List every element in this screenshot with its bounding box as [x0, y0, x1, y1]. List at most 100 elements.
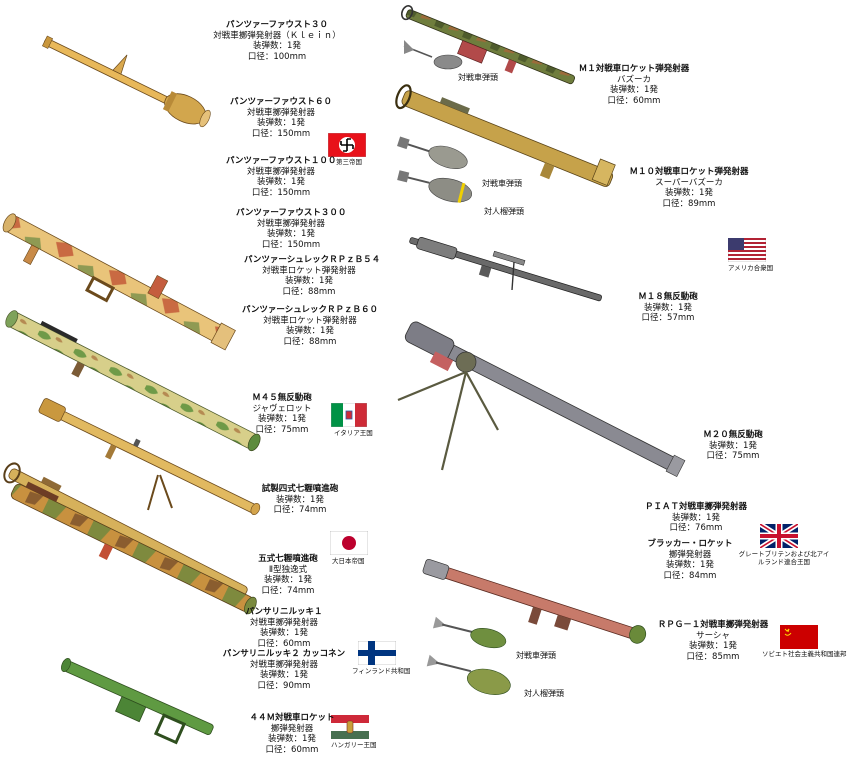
m20-recoilless-rifle-illustration: [404, 321, 686, 478]
m18-monopod: [511, 261, 515, 291]
weapon-caliber: 口径：88mm: [283, 336, 337, 347]
weapon-type: ジャヴェロット: [252, 403, 312, 414]
weapon-label-44m: ４４Ｍ対戦車ロケット 擲弾発射器 装弾数：1発 口径：60mm: [244, 713, 340, 755]
weapon-caliber: 口径：150mm: [261, 239, 321, 250]
caption-m1-at-round: 対戦車弾頭: [458, 73, 498, 82]
weapon-label-panzerfaust30: パンツァーファウスト３０ 対戦車擲弾発射器（Ｋｌｅｉｎ） 装弾数：1発 口径：1…: [212, 20, 342, 62]
m1-bazooka-illustration: [400, 5, 575, 85]
weapon-label-blacker-bombard: ブラッカー・ロケット 擲弾発射器 装弾数：1発 口径：84mm: [642, 539, 738, 581]
weapon-type: 対戦車擲弾発射器: [246, 107, 315, 118]
flag-label-ussr: ソビエト社会主義共和国連邦: [762, 650, 847, 658]
caption-rpg-ap-round: 対人榴弾頭: [524, 689, 564, 698]
weapon-label-m45: Ｍ４５無反動砲 ジャヴェロット 装弾数：1発 口径：75mm: [244, 393, 320, 435]
weapon-ammo: 装弾数：1発: [644, 302, 692, 313]
flag-label-japan: 大日本帝国: [332, 557, 365, 565]
weapon-ammo: 装弾数：1発: [264, 575, 312, 585]
caption-rpg-at-round: 対戦車弾頭: [516, 651, 556, 660]
weapon-label-piat: ＰＩＡＴ対戦車擲弾発射器 装弾数：1発 口径：76mm: [634, 502, 758, 534]
flag-label-usa: アメリカ合衆国: [728, 264, 774, 272]
m10-at-round-illustration: [397, 136, 468, 170]
weapon-ammo: 装弾数：1発: [709, 440, 757, 451]
weapon-label-m1-bazooka: Ｍ１対戦車ロケット弾発射器 バズーカ 装弾数：1発 口径：60mm: [574, 64, 694, 106]
weapon-name: Ｍ１０対戦車ロケット弾発射器: [629, 167, 749, 177]
weapon-label-panssarinyrkki1: パンサリニルッキ１ 対戦車擲弾発射器 装弾数：1発 口径：60mm: [236, 607, 332, 649]
weapon-ammo: 装弾数：1発: [267, 229, 315, 239]
weapon-type: 対戦車擲弾発射器: [249, 617, 318, 628]
weapon-ammo: 装弾数：1発: [257, 118, 305, 128]
weapon-name: パンツァーファウスト１００: [226, 156, 337, 166]
weapon-label-rpzb54: パンツァーシュレックＲＰｚＢ５４ 対戦車ロケット弾発射器 装弾数：1発 口径：8…: [244, 255, 381, 297]
weapon-type: サーシャ: [696, 630, 730, 641]
union-jack-icon: [760, 524, 798, 548]
weapon-caliber: 口径：74mm: [273, 505, 327, 515]
weapon-label-m10-super-bazooka: Ｍ１０対戦車ロケット弾発射器 スーパーバズーカ 装弾数：1発 口径：89mm: [626, 167, 752, 209]
caption-m10-ap-round: 対人榴弾頭: [484, 207, 524, 216]
weapon-name: ４４Ｍ対戦車ロケット: [249, 713, 335, 723]
weapon-caliber: 口径：60mm: [265, 744, 319, 755]
weapon-caliber: 口径：85mm: [686, 651, 740, 662]
weapon-ammo: 装弾数：1発: [258, 414, 306, 424]
bipod-leg: [147, 474, 159, 511]
weapon-type: スーパーバズーカ: [655, 177, 723, 188]
weapon-caliber: 口径：150mm: [251, 187, 311, 198]
us-flag-icon: [728, 238, 766, 262]
ussr-flag-icon: [780, 625, 818, 649]
weapon-name: パンサリニルッキ１: [245, 607, 323, 617]
m20-tripod-illustration: [397, 351, 499, 471]
weapon-name: パンサリニルッキ２ カッコネン: [222, 649, 346, 659]
weapon-name: ブラッカー・ロケット: [647, 539, 733, 549]
panzerfaust300-illustration: [2, 213, 236, 351]
weapon-ammo: 装弾数：1発: [286, 326, 334, 336]
weapon-caliber: 口径：60mm: [257, 638, 311, 649]
weapon-type: 擲弾発射器: [270, 723, 314, 734]
type5-rocket-launcher-illustration: [10, 481, 257, 615]
flag-label-hungary: ハンガリー王国: [331, 741, 377, 749]
japan-flag-icon: [330, 531, 368, 555]
m10-super-bazooka-illustration: [395, 84, 616, 187]
rpg1-ap-round-illustration: [426, 654, 511, 695]
m18-recoilless-rifle-illustration: [409, 236, 602, 302]
finland-flag-icon: [358, 641, 396, 665]
weapon-caliber: 口径：60mm: [607, 95, 661, 106]
weapon-name: 試製四式七糎噴進砲: [261, 484, 339, 494]
flag-label-finland: フィンランド共和国: [352, 667, 411, 675]
weapon-name: ＰＩＡＴ対戦車擲弾発射器: [644, 502, 747, 512]
m44-rocket-launcher-illustration: [61, 658, 214, 745]
weapon-type: 対戦車擲弾発射器（Ｋｌｅｉｎ）: [213, 30, 341, 41]
panzerfaust30-illustration: [42, 35, 211, 128]
flag-label-uk: グレートブリテンおよび北アイルランド連合王国: [738, 550, 830, 566]
weapon-type: バズーカ: [616, 74, 651, 85]
swastika-flag-icon: [328, 133, 366, 157]
bipod-leg: [159, 474, 173, 509]
weapon-label-rpzb60: パンツァーシュレックＲＰｚＢ６０ 対戦車ロケット弾発射器 装弾数：1発 口径：8…: [240, 305, 380, 347]
weapon-name: パンツァーシュレックＲＰｚＢ５４: [244, 255, 381, 265]
weapon-label-panzerfaust300: パンツァーファウスト３００ 対戦車擲弾発射器 装弾数：1発 口径：150mm: [236, 208, 346, 250]
m45-javelot-illustration: [38, 398, 261, 516]
panzerschreck-rpzb60-illustration: [5, 310, 261, 452]
weapon-type: 対戦車擲弾発射器: [256, 218, 325, 229]
weapon-name: パンツァーファウスト３０: [226, 20, 328, 30]
weapon-label-m18: Ｍ１８無反動砲 装弾数：1発 口径：57mm: [628, 292, 708, 324]
weapon-type: 対戦車擲弾発射器: [246, 166, 315, 177]
caption-m10-at-round: 対戦車弾頭: [482, 179, 522, 188]
weapon-caliber: 口径：100mm: [247, 51, 307, 62]
weapon-name: Ｍ１対戦車ロケット弾発射器: [578, 64, 690, 74]
weapon-label-rpg1: ＲＰＧ－１対戦車擲弾発射器 サーシャ 装弾数：1発 口径：85mm: [650, 620, 776, 662]
m1-rocket-round-illustration: [403, 40, 463, 70]
weapon-caliber: 口径：76mm: [669, 523, 723, 533]
rpg1-launcher-illustration: [422, 558, 647, 644]
weapon-name: パンツァーファウスト３００: [236, 208, 347, 218]
weapon-ammo: 装弾数：1発: [610, 85, 658, 95]
weapon-name: Ｍ４５無反動砲: [252, 393, 312, 403]
weapon-name: Ｍ２０無反動砲: [703, 430, 763, 440]
weapon-label-m20: Ｍ２０無反動砲 装弾数：1発 口径：75mm: [696, 430, 770, 462]
weapon-ammo: 装弾数：1発: [689, 641, 737, 651]
italy-flag-icon: [331, 403, 367, 427]
weapon-caliber: 口径：75mm: [255, 424, 309, 435]
weapon-caliber: 口径：75mm: [706, 451, 760, 461]
weapon-ammo: 装弾数：1発: [260, 670, 308, 680]
weapon-name: Ｍ１８無反動砲: [638, 292, 698, 302]
weapon-name: ＲＰＧ－１対戦車擲弾発射器: [657, 620, 769, 630]
weapon-label-panzerfaust60: パンツァーファウスト６０ 対戦車擲弾発射器 装弾数：1発 口径：150mm: [226, 97, 336, 139]
